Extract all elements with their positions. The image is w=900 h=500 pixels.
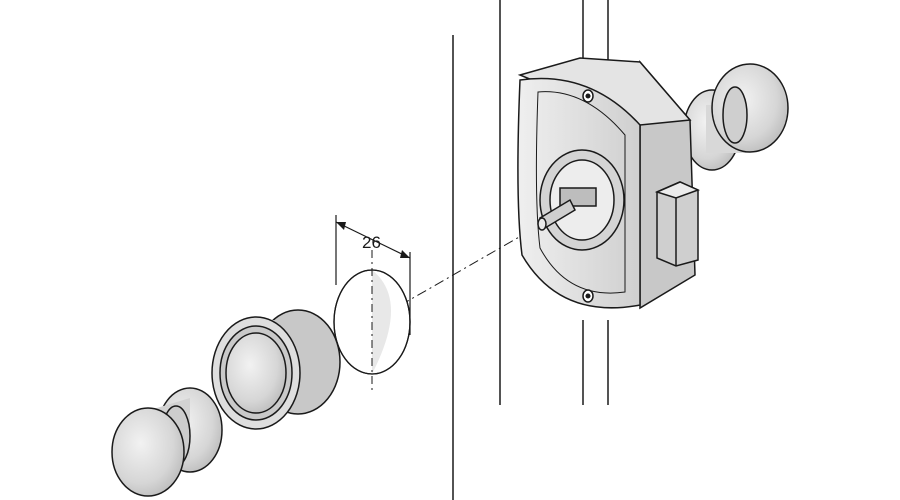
- latch-bolt: [654, 181, 701, 267]
- spindle: [537, 187, 597, 231]
- screw-hole-bottom: [582, 289, 594, 303]
- inner-knob: [111, 387, 223, 497]
- screw-hole-top: [582, 89, 594, 103]
- rim-lock-body: [517, 57, 701, 310]
- center-axis: [139, 224, 541, 456]
- mounting-rose: [211, 309, 341, 430]
- dimension-marker: 26: [335, 215, 411, 335]
- outer-knob-pair: [683, 63, 789, 171]
- dimension-label: 26: [362, 233, 381, 252]
- door-panel: [452, 0, 609, 500]
- drill-hole: [333, 250, 411, 390]
